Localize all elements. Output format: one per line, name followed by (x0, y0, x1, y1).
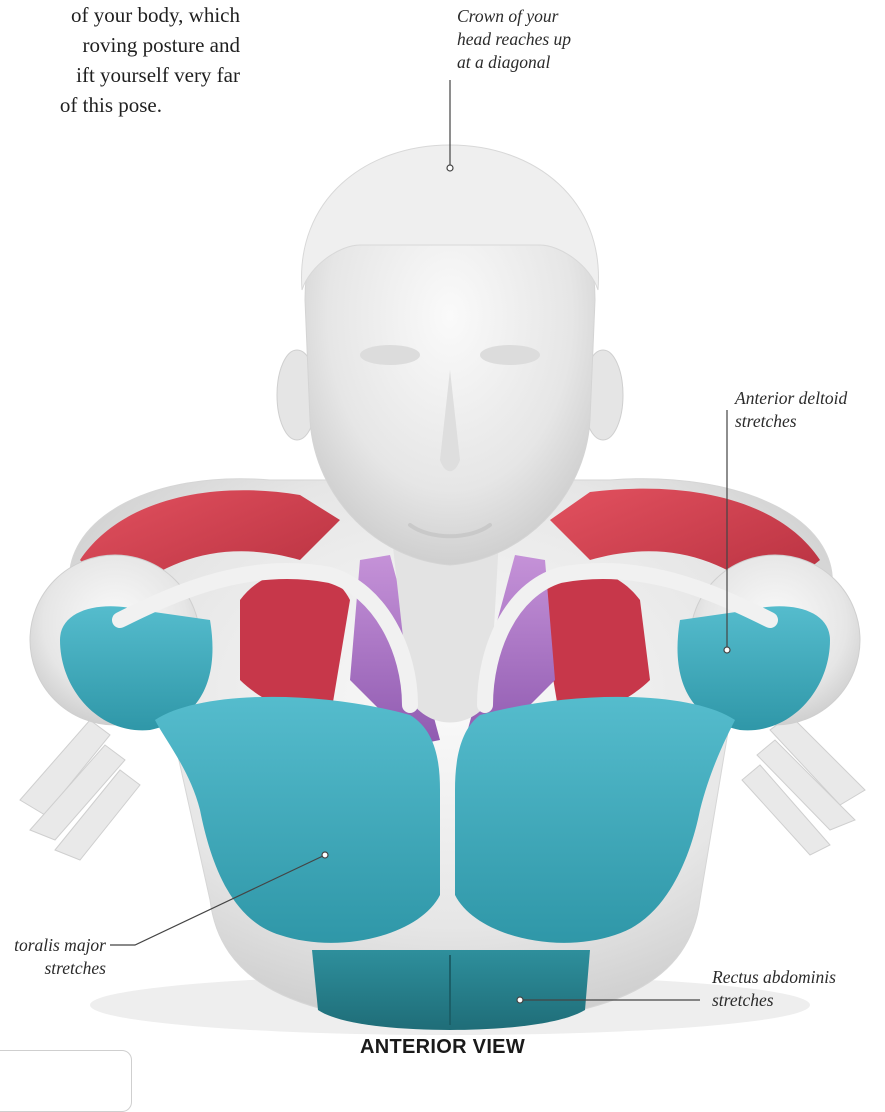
label-line: Anterior deltoid (735, 387, 847, 410)
label-crown: Crown of your head reaches up at a diago… (457, 5, 571, 74)
label-line: Rectus abdominis (712, 966, 836, 989)
label-rectus-abdominis: Rectus abdominis stretches (712, 966, 836, 1012)
anatomy-illustration (0, 0, 885, 1089)
sidebar-box (0, 1050, 132, 1112)
label-line: toralis major (0, 934, 106, 957)
label-line: Crown of your (457, 5, 571, 28)
label-line: stretches (0, 957, 106, 980)
label-line: head reaches up (457, 28, 571, 51)
label-line: at a diagonal (457, 51, 571, 74)
right-eye (480, 345, 540, 365)
label-anterior-deltoid: Anterior deltoid stretches (735, 387, 847, 433)
crown-leader-dot (447, 165, 453, 171)
label-line: stretches (712, 989, 836, 1012)
rectus-leader-dot (517, 997, 523, 1003)
view-caption: ANTERIOR VIEW (0, 1036, 885, 1059)
deltoid-leader-dot (724, 647, 730, 653)
left-hand (20, 720, 140, 860)
right-hand (742, 715, 865, 855)
label-line: stretches (735, 410, 847, 433)
left-eye (360, 345, 420, 365)
label-pectoralis-major: toralis major stretches (0, 934, 106, 980)
pectoralis-leader-dot (322, 852, 328, 858)
